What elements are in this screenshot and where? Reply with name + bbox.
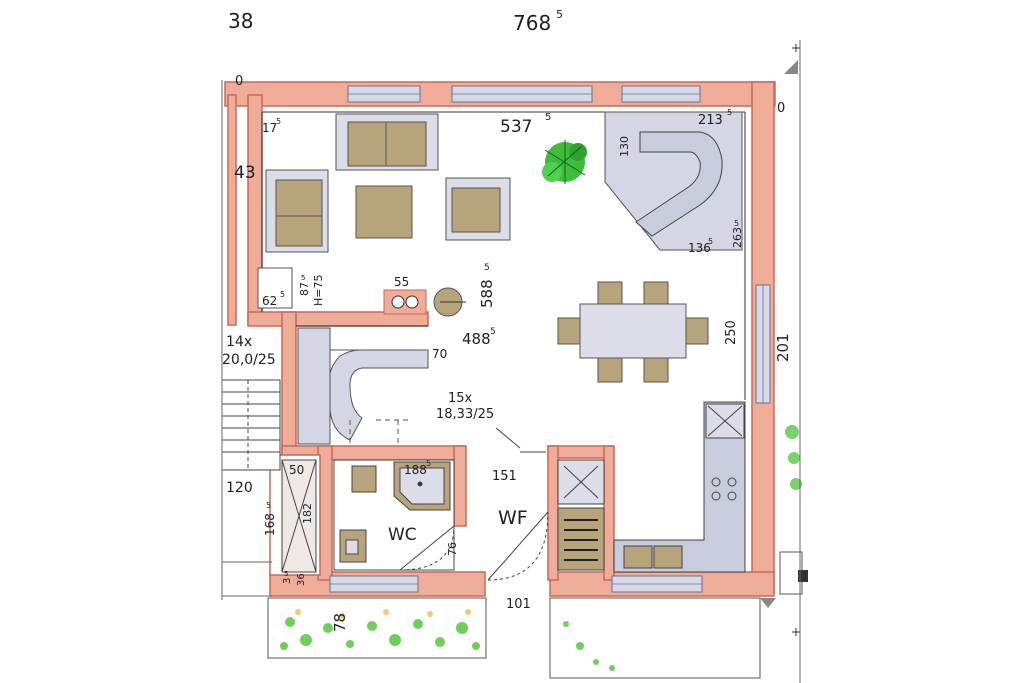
dim-shower: 188 [404, 463, 427, 477]
svg-text:5: 5 [490, 327, 496, 337]
dim-875: 87 [298, 282, 311, 296]
fireplace [383, 289, 427, 315]
niche [257, 267, 293, 309]
dining-table [579, 303, 687, 359]
dim-side-78: 78 [331, 613, 349, 632]
dim-top-left: 38 [228, 9, 253, 33]
dim-120: 120 [226, 480, 253, 496]
dim-35: 3 [282, 578, 293, 584]
room-wc: WC [388, 525, 417, 545]
dim-corner-side: 130 [618, 136, 631, 157]
svg-text:5: 5 [280, 290, 285, 299]
dim-corner-right: 263 [731, 227, 744, 248]
kitchen-sink-icon [623, 545, 653, 569]
dim-175: 17 [262, 121, 277, 135]
dim-right-201: 201 [774, 333, 792, 362]
svg-text:5: 5 [556, 8, 563, 21]
entry-door [487, 511, 549, 581]
dim-left-strip: 43 [234, 163, 256, 183]
dim-36: 36 [296, 573, 307, 586]
dim-living-width: 537 [500, 117, 532, 137]
wall-stair-left [281, 311, 297, 455]
stairs-count-left: 14x [226, 334, 252, 350]
zero-right: 0 [777, 101, 785, 116]
dim-168: 168 [263, 513, 277, 536]
dim-dining-250: 250 [724, 320, 739, 345]
dim-stair-70: 70 [432, 347, 447, 361]
dim-182: 182 [301, 503, 314, 524]
dim-wc-door: 76 [446, 542, 459, 556]
stairs-left [221, 379, 281, 471]
svg-text:5: 5 [266, 501, 271, 510]
svg-text:5: 5 [484, 263, 490, 273]
dim-entry: 101 [506, 597, 531, 612]
wall-left-outer [227, 94, 237, 326]
kitchen [613, 401, 746, 573]
wc-fixtures [333, 459, 455, 571]
zero-mark: 0 [235, 74, 243, 89]
svg-text:5: 5 [727, 108, 732, 117]
wf-fixtures [557, 459, 605, 571]
furniture [257, 113, 511, 317]
room-wf: WF [498, 507, 528, 529]
stairs-rise: 18,33/25 [436, 407, 494, 422]
stove-icon [711, 477, 737, 501]
wall-wf-left [547, 445, 559, 581]
svg-text:5: 5 [426, 459, 431, 468]
dim-hall-width: 488 [462, 330, 491, 348]
dining-set [557, 281, 709, 383]
dim-living-depth: 588 [478, 279, 496, 308]
closet [281, 459, 317, 573]
garden [267, 425, 808, 679]
dim-corner-top: 213 [698, 113, 723, 128]
sink-icon [351, 465, 377, 493]
stairs-rise-left: 20,0/25 [222, 352, 276, 368]
dim-625: 62 [262, 294, 277, 308]
coffee-table [355, 185, 413, 239]
dim-hall-151: 151 [492, 469, 517, 484]
wall-wf-right [603, 445, 615, 581]
svg-text:5: 5 [284, 570, 288, 578]
labels: 38 768 5 0 0 537 5 213 5 130 136 5 263 5… [222, 8, 792, 632]
svg-text:5: 5 [301, 274, 305, 282]
wall-wc-right [453, 445, 467, 527]
dim-top-total: 768 [513, 11, 551, 35]
dim-corner-diag: 136 [688, 241, 711, 255]
svg-text:5: 5 [708, 237, 713, 246]
staircase [297, 327, 429, 446]
dim-fireplace: 55 [394, 275, 409, 289]
stairs-count: 15x [448, 391, 473, 406]
plant-icon [542, 140, 587, 184]
dim-50: 50 [289, 463, 304, 477]
svg-text:5: 5 [545, 112, 551, 123]
svg-text:5: 5 [734, 219, 739, 228]
dim-niche-height: H=75 [312, 275, 325, 307]
svg-text:5: 5 [276, 117, 281, 126]
